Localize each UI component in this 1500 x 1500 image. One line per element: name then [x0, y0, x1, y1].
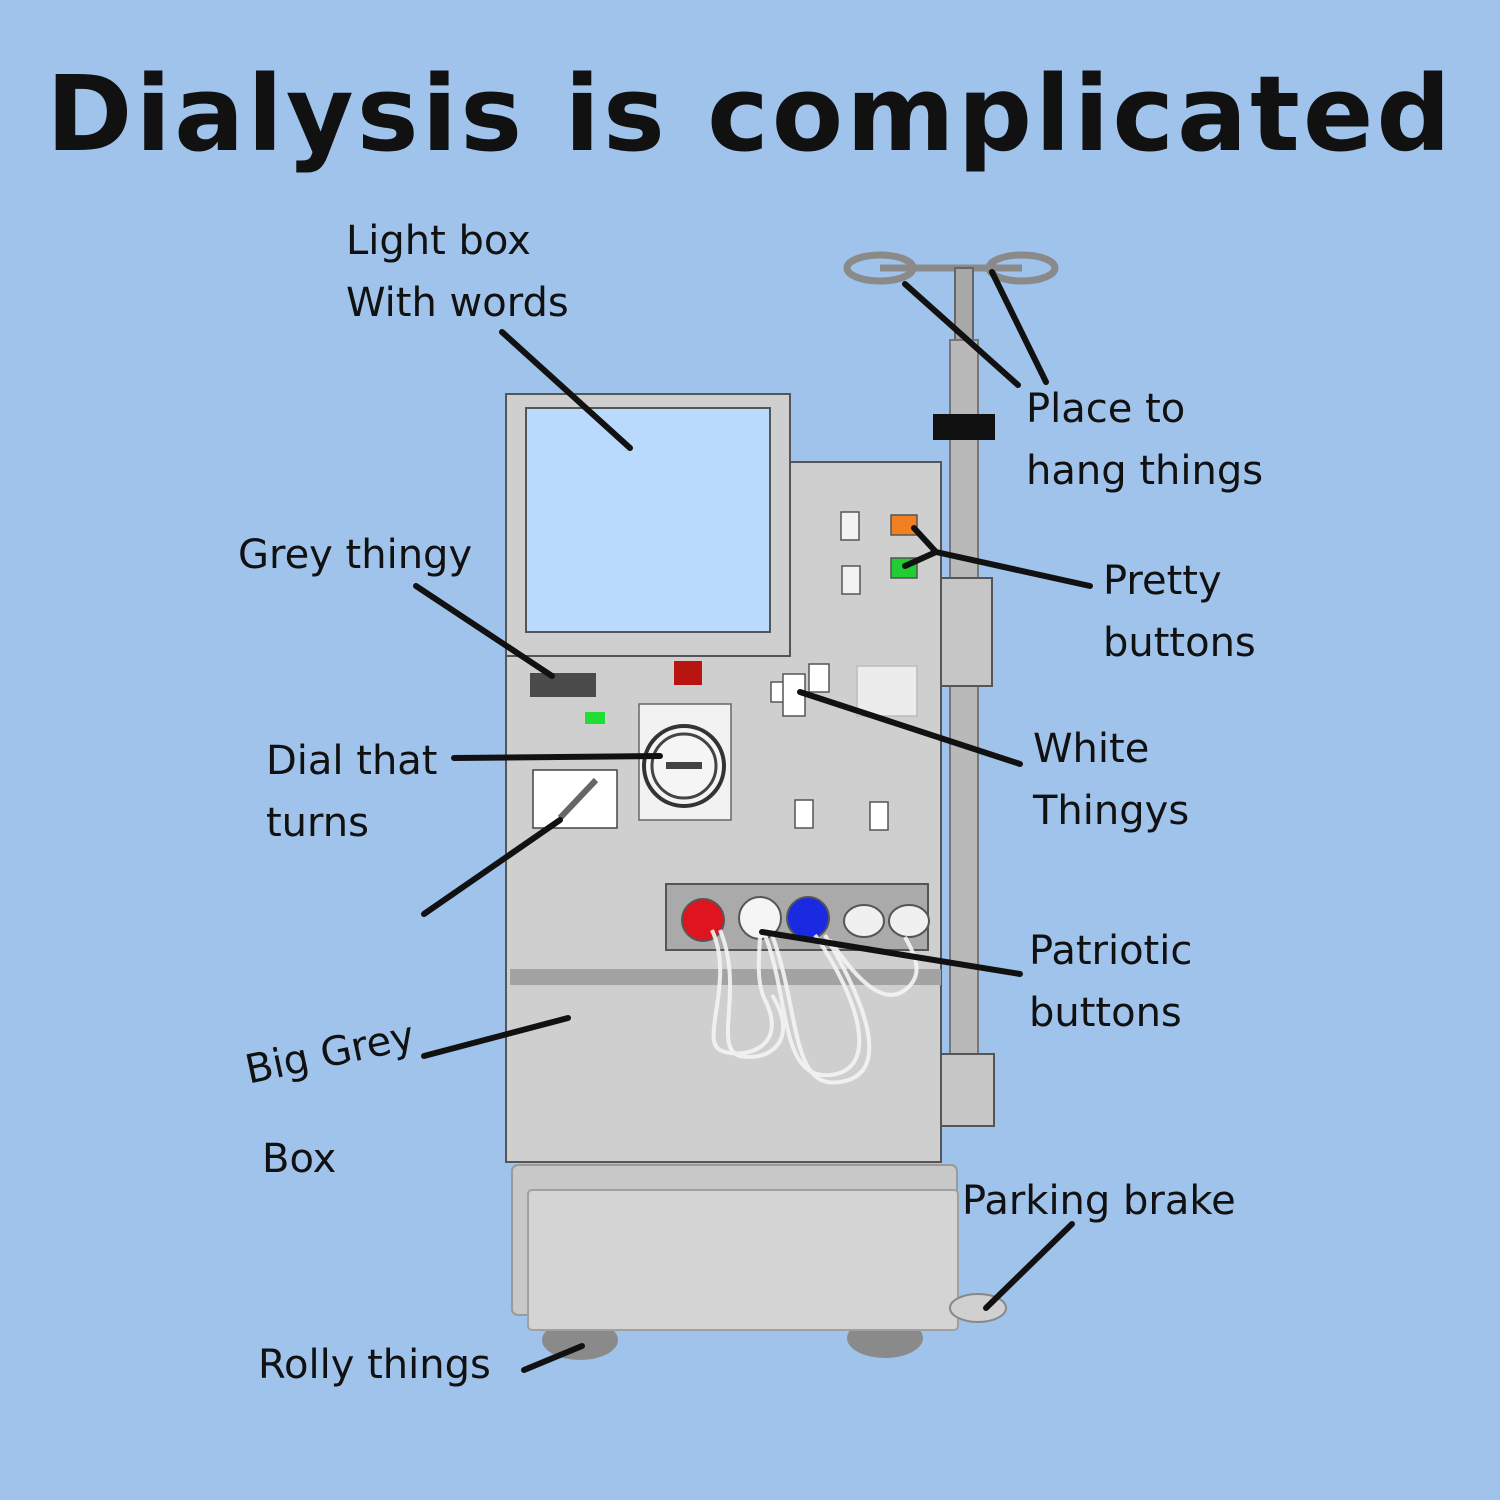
machine-body	[505, 393, 942, 1163]
green-indicator	[585, 712, 605, 724]
label-parking-brake: Parking brake	[962, 1178, 1236, 1224]
pointer-dial	[451, 753, 663, 761]
tubing	[710, 929, 919, 1085]
pointer-pretty-green	[902, 549, 939, 569]
pointer-pretty	[933, 549, 1093, 589]
pointer-light-box	[499, 329, 633, 451]
machine-base	[511, 1164, 1007, 1360]
label-grey-thingy: Grey thingy	[238, 532, 473, 578]
blue-port	[786, 896, 830, 940]
iv-pole-base-block	[939, 1053, 995, 1127]
iv-pole-lower	[949, 339, 979, 1061]
label-white-thingys: White Thingys	[1033, 726, 1190, 834]
pointer-lines	[413, 269, 1093, 1373]
label-patriotic-buttons: Patriotic buttons	[1029, 928, 1193, 1036]
label-big-grey-box-2: Box	[262, 1136, 337, 1182]
grey-thingy	[530, 673, 596, 697]
label-place-to-hang-things: Place to hang things	[1026, 386, 1264, 494]
label-rolly-things: Rolly things	[258, 1342, 491, 1388]
label-pretty-buttons: Pretty buttons	[1103, 558, 1256, 666]
iv-pole-bracket	[939, 577, 993, 687]
pointer-gauge	[421, 817, 563, 917]
pointer-white-thingys	[797, 689, 1023, 767]
pointer-pretty-orange	[911, 525, 939, 555]
pointer-patriotic	[759, 929, 1023, 977]
red-indicator	[674, 661, 702, 685]
pointer-grey-thingy	[413, 583, 555, 679]
label-dial-that-turns: Dial that turns	[266, 738, 438, 846]
label-light-box: Light box With words	[346, 218, 569, 326]
pointer-hang-right	[989, 269, 1049, 385]
iv-pole-clamp	[933, 414, 995, 440]
light-box-screen	[525, 407, 771, 633]
orange-button	[890, 514, 918, 536]
red-port	[681, 898, 725, 942]
diagram-title: Dialysis is complicated	[46, 53, 1454, 175]
pointer-hang-left	[902, 281, 1021, 388]
pointer-big-grey-box	[421, 1015, 571, 1059]
pointer-rolly-things	[521, 1343, 585, 1373]
pointer-parking-brake	[983, 1221, 1075, 1311]
